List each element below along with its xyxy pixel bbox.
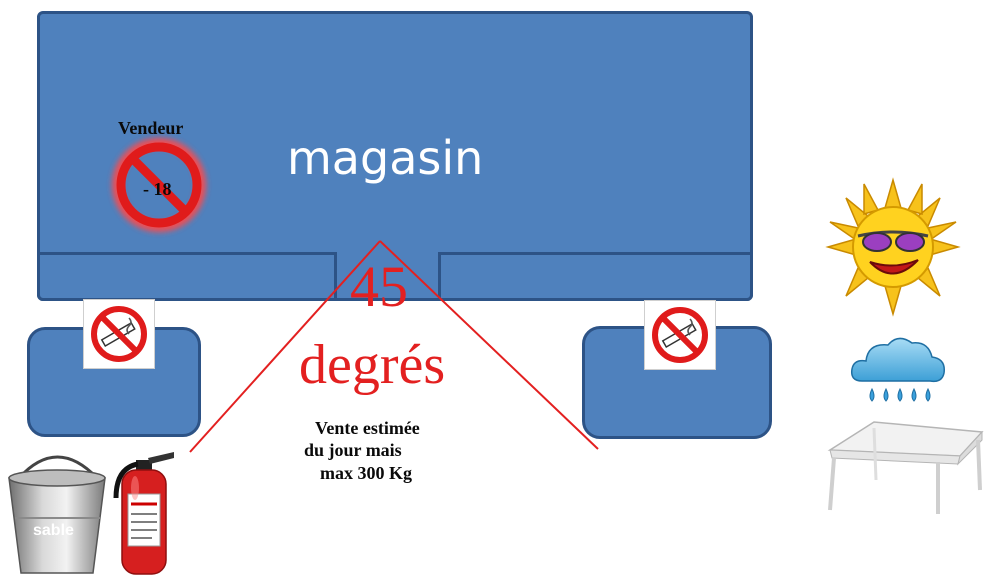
angle-line-left xyxy=(189,240,381,453)
stall-right xyxy=(582,326,772,439)
bucket-icon xyxy=(8,455,106,574)
stall-left xyxy=(27,327,201,437)
no-smoking-sign-left xyxy=(83,299,155,369)
counter-left xyxy=(37,252,337,301)
sales-note-line: Vente estimée xyxy=(315,418,420,438)
sales-note-line: max 300 Kg xyxy=(320,463,412,483)
no-smoking-sign-right xyxy=(644,300,716,370)
age-limit-label: - 18 xyxy=(143,179,172,199)
sand-label: sable xyxy=(33,522,74,539)
no-smoking-icon xyxy=(652,307,708,363)
no-smoking-icon xyxy=(91,306,147,362)
counter-right xyxy=(438,252,753,301)
rain-cloud-icon xyxy=(850,337,945,402)
canopy-tent-icon xyxy=(827,421,984,514)
vendor-label: Vendeur xyxy=(118,118,184,138)
sales-note-line: du jour mais xyxy=(304,440,402,460)
no-sign-icon xyxy=(112,138,206,232)
fire-extinguisher-icon xyxy=(113,452,174,575)
sun-sunglasses-icon xyxy=(825,177,961,317)
angle-unit: degrés xyxy=(299,334,446,396)
angle-value: 45 xyxy=(350,254,408,319)
store-label: magasin xyxy=(287,131,484,185)
angle-line-right xyxy=(379,240,599,450)
